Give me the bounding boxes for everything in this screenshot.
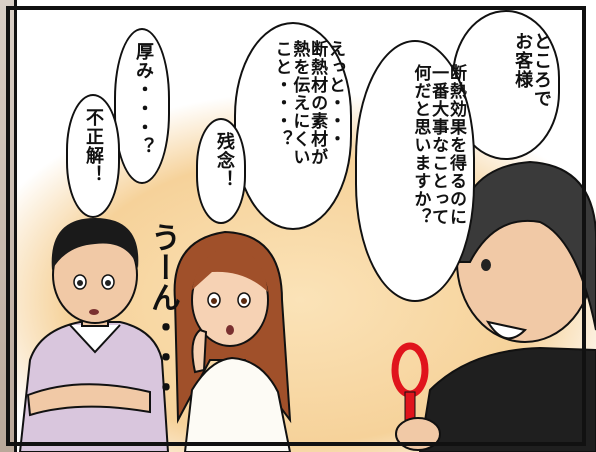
speech-bubble-woman xyxy=(234,22,352,230)
salesman-intro-text: ところで お客様 xyxy=(512,32,552,108)
speech-bubble-salesman-question xyxy=(355,40,475,302)
salesman-figure xyxy=(418,160,596,452)
woman-figure xyxy=(173,230,292,452)
man-figure xyxy=(18,218,170,452)
hmm-sound-effect: うーん・・・ xyxy=(145,222,180,402)
speech-bubble-man-wrong xyxy=(66,94,120,218)
speech-bubble-woman-wrong xyxy=(196,118,246,224)
man-answer-text: 厚み・・・？ xyxy=(133,42,154,156)
speech-bubble-man xyxy=(114,28,170,184)
man-wrong-text: 不正解！ xyxy=(83,108,104,184)
salesman-question-text: 断熱効果を得るのに 一番大事なことって 何だと思いますか？ xyxy=(410,64,466,226)
woman-wrong-text: 残念！ xyxy=(214,132,235,189)
woman-answer-text: えっと・・・ 断熱材の素材が 熱を伝えにくい こと・・・？ xyxy=(271,40,345,166)
